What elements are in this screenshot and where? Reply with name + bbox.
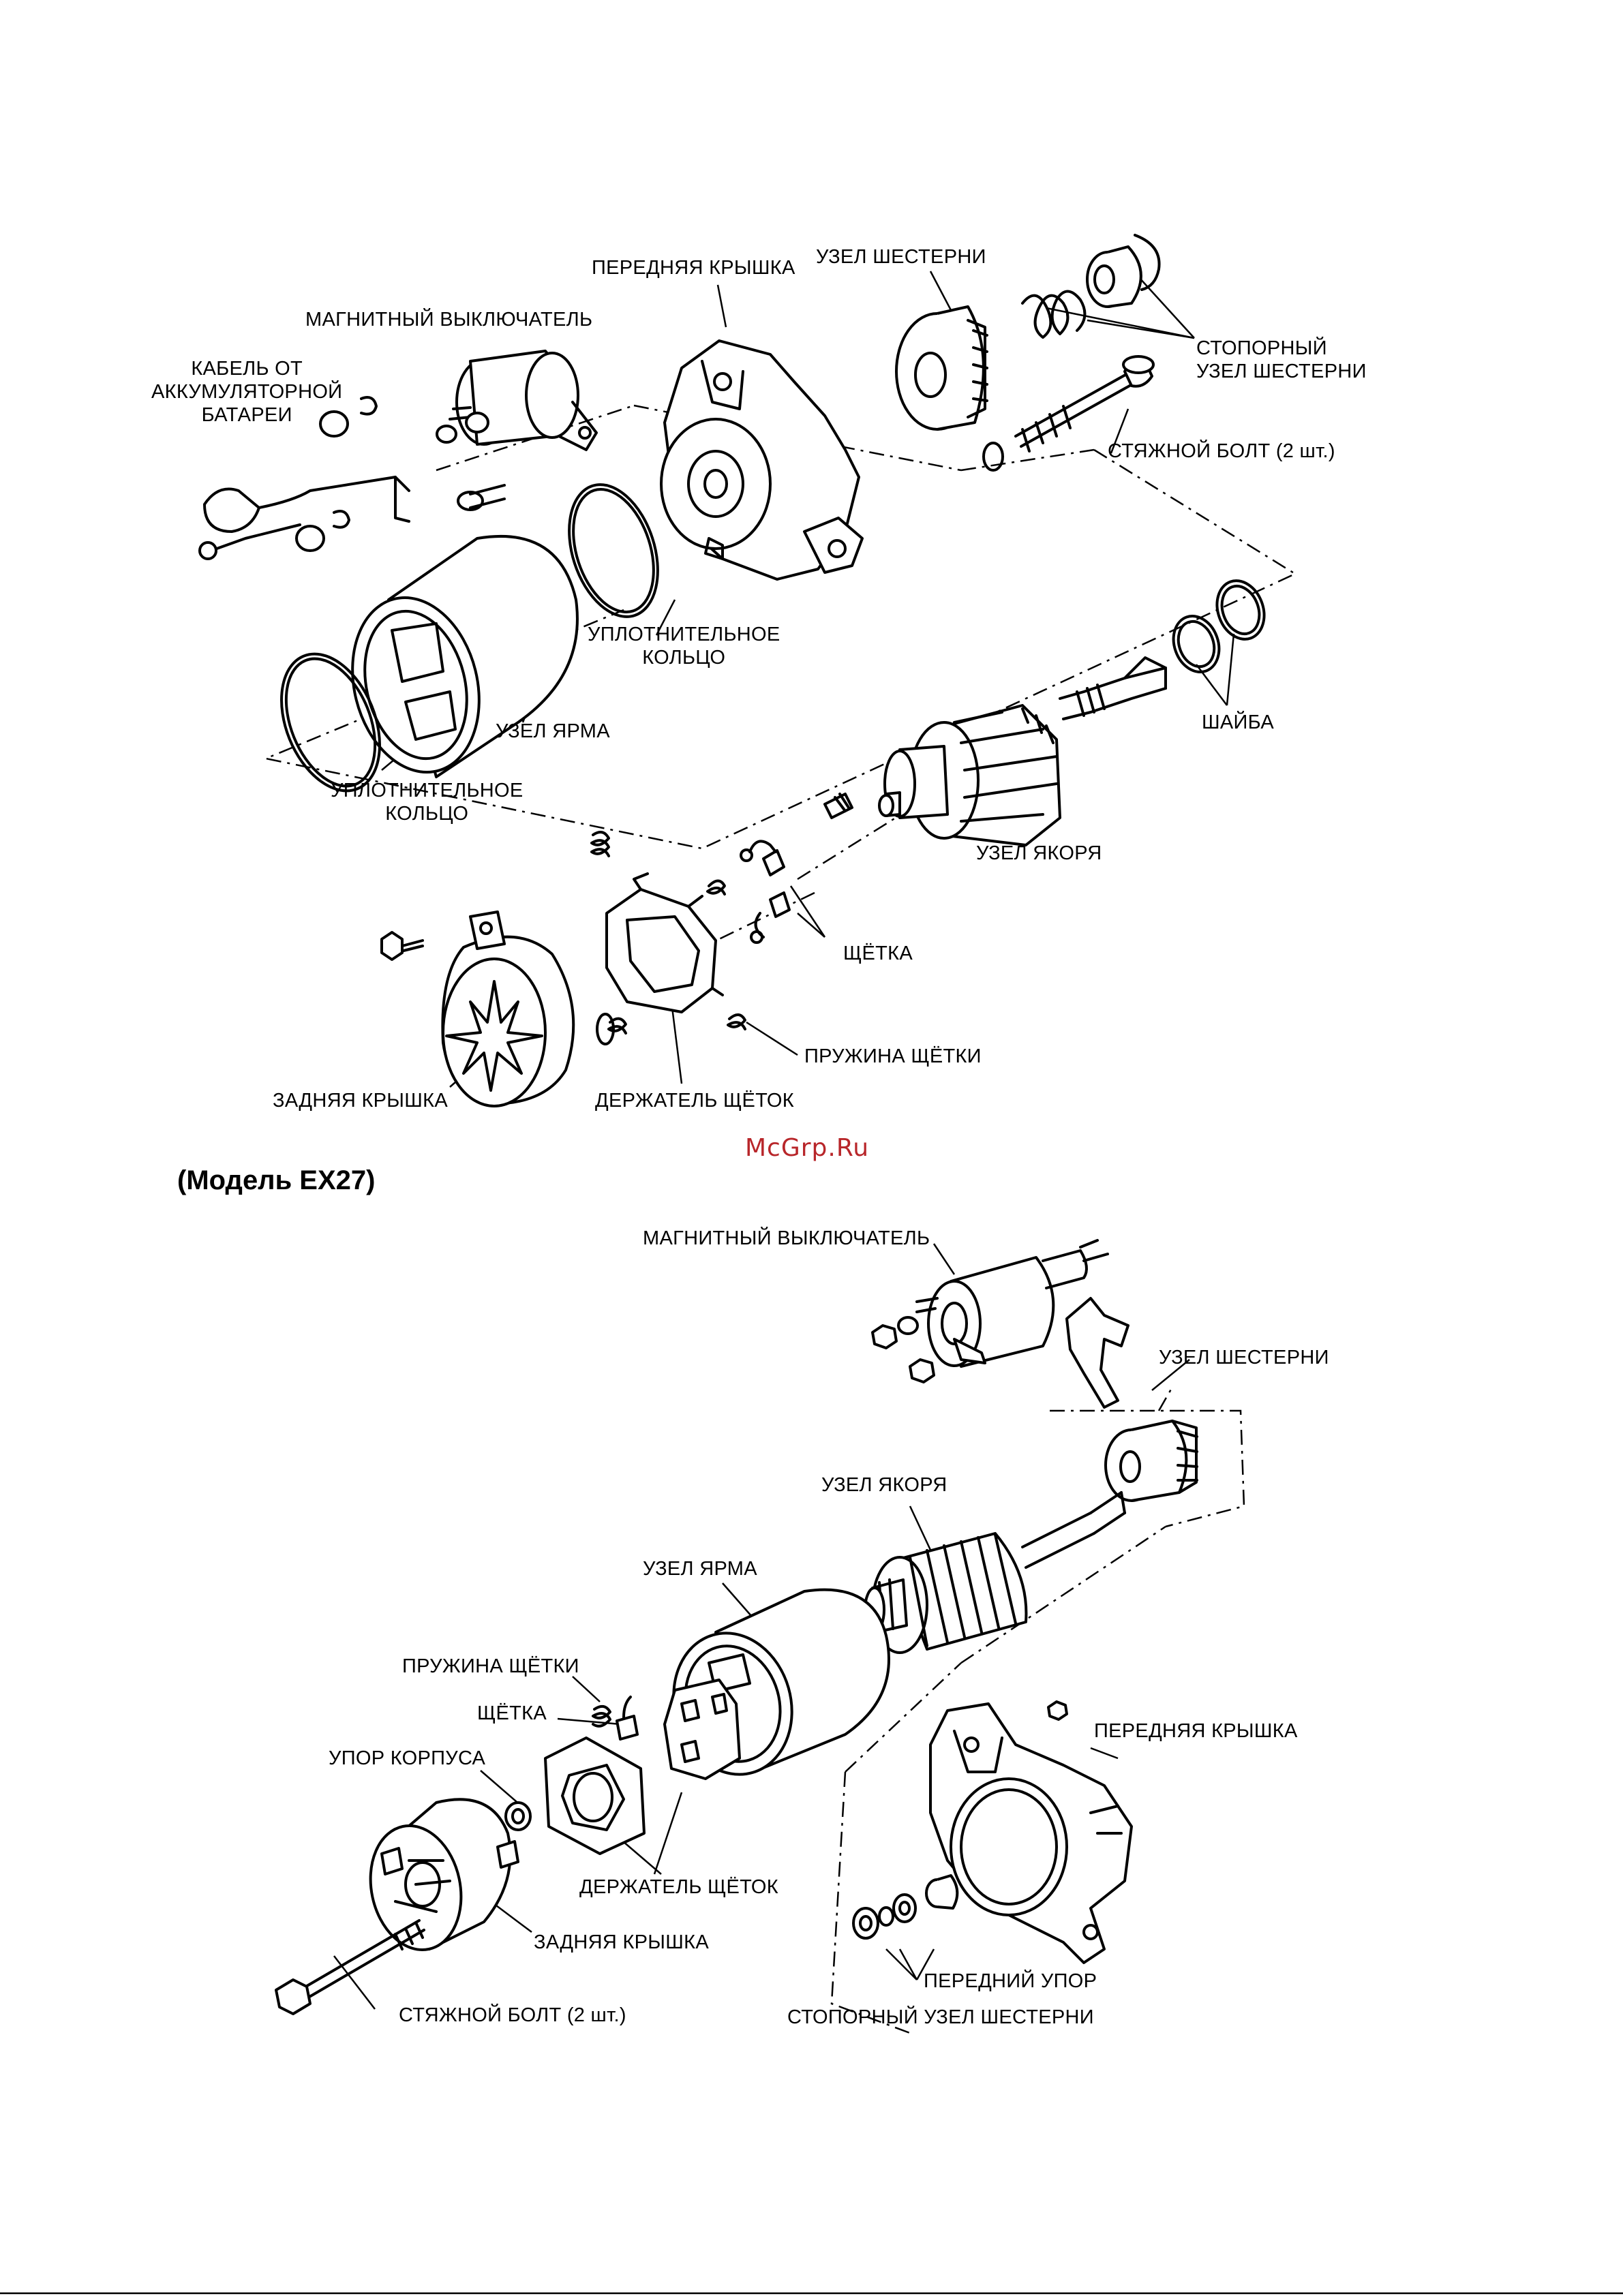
label-washer: ШАЙБА xyxy=(1202,711,1275,733)
label-brush-holder-upper: ДЕРЖАТЕЛЬ ЩЁТОК xyxy=(595,1090,794,1112)
label-armature-assembly-upper: УЗЕЛ ЯКОРЯ xyxy=(976,842,1102,864)
label-pinion-assembly-lower: УЗЕЛ ШЕСТЕРНИ xyxy=(1159,1347,1329,1368)
label-pinion-assembly-upper: УЗЕЛ ШЕСТЕРНИ xyxy=(816,246,986,268)
label-housing-stop: УПОР КОРПУСА xyxy=(329,1747,486,1769)
label-front-stop: ПЕРЕДНИЙ УПОР xyxy=(924,1970,1097,1992)
model-heading: (Модель EX27) xyxy=(177,1165,376,1195)
label-front-cover-upper: ПЕРЕДНЯЯ КРЫШКА xyxy=(592,257,795,279)
label-battery-cable: КАБЕЛЬ ОТ АККУМУЛЯТОРНОЙ БАТАРЕИ xyxy=(151,358,343,426)
label-o-ring-2: УПЛОТНИТЕЛЬНОЕ КОЛЬЦО xyxy=(331,780,524,825)
label-armature-assembly-lower: УЗЕЛ ЯКОРЯ xyxy=(821,1474,947,1496)
label-magnetic-switch-upper: МАГНИТНЫЙ ВЫКЛЮЧАТЕЛЬ xyxy=(305,309,593,331)
label-through-bolt-upper: СТЯЖНОЙ БОЛТ (2 шт.) xyxy=(1108,440,1335,462)
label-magnetic-switch-lower: МАГНИТНЫЙ ВЫКЛЮЧАТЕЛЬ xyxy=(643,1227,930,1249)
label-front-cover-lower: ПЕРЕДНЯЯ КРЫШКА xyxy=(1094,1720,1298,1742)
label-brush-lower: ЩЁТКА xyxy=(477,1702,547,1724)
label-yoke-assembly-lower: УЗЕЛ ЯРМА xyxy=(643,1558,757,1580)
label-through-bolt-lower: СТЯЖНОЙ БОЛТ (2 шт.) xyxy=(399,2004,626,2026)
label-brush-spring-lower: ПРУЖИНА ЩЁТКИ xyxy=(402,1655,579,1677)
label-yoke-assembly-upper: УЗЕЛ ЯРМА xyxy=(496,720,610,742)
watermark: McGrp.Ru xyxy=(745,1134,870,1162)
label-brush-upper: ЩЁТКА xyxy=(843,943,913,964)
lower-assembly-drawing xyxy=(275,1239,1245,2036)
label-o-ring-1: УПЛОТНИТЕЛЬНОЕ КОЛЬЦО xyxy=(588,624,780,669)
label-pinion-stopper-lower: СТОПОРНЫЙ УЗЕЛ ШЕСТЕРНИ xyxy=(787,2006,1094,2028)
label-rear-cover-lower: ЗАДНЯЯ КРЫШКА xyxy=(534,1931,709,1953)
label-brush-holder-lower: ДЕРЖАТЕЛЬ ЩЁТОК xyxy=(579,1876,778,1898)
upper-assembly-drawing xyxy=(198,234,1297,1107)
label-brush-spring-upper: ПРУЖИНА ЩЁТКИ xyxy=(804,1045,982,1067)
label-rear-cover-upper: ЗАДНЯЯ КРЫШКА xyxy=(273,1090,448,1112)
label-pinion-stopper-upper: СТОПОРНЫЙ УЗЕЛ ШЕСТЕРНИ xyxy=(1196,337,1367,382)
